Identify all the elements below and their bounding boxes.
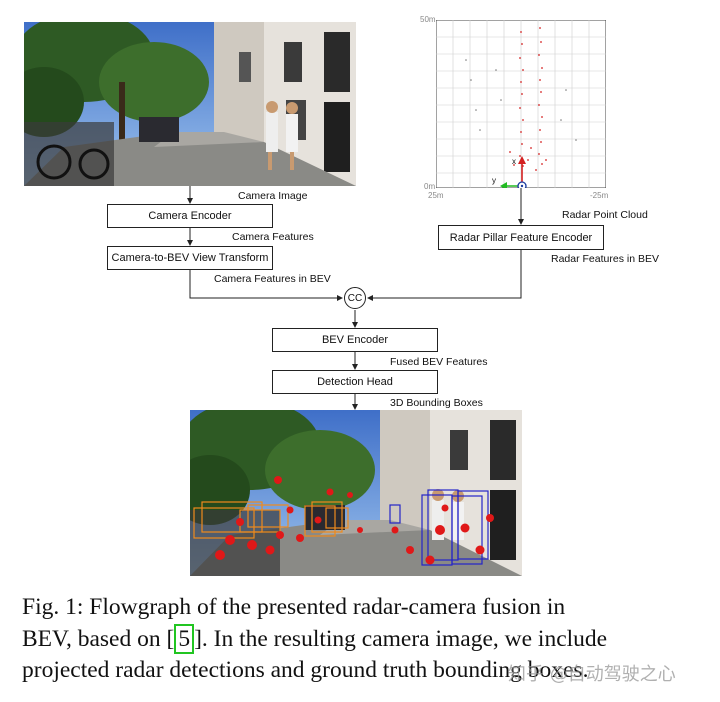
radar-range-top-label: 50m [420,15,436,24]
caption-line-3: projected radar detections and ground tr… [22,657,589,683]
view-transform-box: Camera-to-BEV View Transform [107,246,273,270]
caption-line-2-end: ]. In the resulting camera image, we inc… [194,625,608,652]
radar-range-bottom-label: 0m [424,182,436,191]
camera-encoder-box: Camera Encoder [107,204,273,228]
edge-label-3d-bounding-boxes: 3D Bounding Boxes [390,397,483,409]
radar-lateral-left-label: 25m [428,191,444,200]
watermark: 知乎 @自动驾驶之心 [508,664,676,685]
bev-encoder-box: BEV Encoder [272,328,438,352]
edge-label-radar-point-cloud: Radar Point Cloud [562,209,648,221]
radar-axis-y-label: y [492,176,496,185]
detection-head-box: Detection Head [272,370,438,394]
camera-image-top [24,22,356,186]
figure-caption: Fig. 1: Flowgraph of the presented radar… [22,592,702,687]
radar-lateral-right-label: -25m [590,191,609,200]
edge-label-camera-features-bev: Camera Features in BEV [214,273,331,285]
edge-label-radar-features-bev: Radar Features in BEV [551,253,659,265]
edge-label-camera-image: Camera Image [238,190,308,202]
concat-node: CC [344,287,366,309]
radar-encoder-box: Radar Pillar Feature Encoder [438,225,604,250]
caption-line-2: BEV, based on [5]. In the resulting came… [22,623,702,656]
caption-line-1: Fig. 1: Flowgraph of the presented radar… [22,594,566,620]
radar-axis-x-label: x [512,157,516,166]
edge-label-camera-features: Camera Features [232,231,314,243]
camera-image-output [190,410,522,576]
edge-label-fused-bev-features: Fused BEV Features [390,356,488,368]
citation-link[interactable]: 5 [174,623,195,654]
caption-line-2-start: BEV, based on [ [22,625,175,652]
radar-bev-plot: x y [435,19,607,191]
